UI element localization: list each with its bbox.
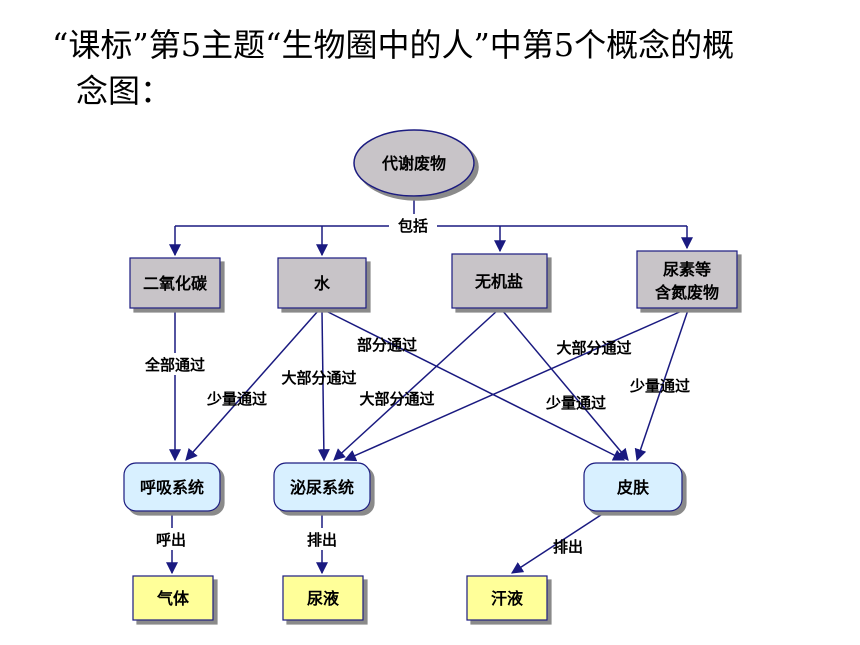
node-urea-label-2: 含氮废物: [655, 283, 719, 302]
arrow-water-resp: [185, 310, 319, 461]
node-resp: 呼吸系统: [123, 462, 221, 512]
page-title: “课标”第5主题“生物圈中的人”中第5个概念的概 念图：: [52, 22, 832, 114]
label-exhale: 呼出: [156, 531, 186, 549]
label-urea-most: 大部分通过: [556, 339, 631, 357]
arrow-urea-skin: [634, 309, 689, 462]
label-salt-little: 少量通过: [545, 394, 606, 412]
title-line-2: 念图：: [76, 72, 173, 110]
title-line-1: “课标”第5主题“生物圈中的人”中第5个概念的概: [52, 26, 735, 64]
node-salt-label: 无机盐: [474, 272, 523, 291]
node-resp-label: 呼吸系统: [140, 478, 204, 497]
node-root: 代谢废物: [353, 129, 475, 197]
node-gas-label: 气体: [156, 589, 190, 608]
label-water-part: 部分通过: [357, 336, 417, 354]
node-gas: 气体: [132, 575, 214, 621]
arrow-salt-urinary: [333, 309, 499, 461]
node-sweat-label: 汗液: [491, 589, 524, 608]
node-urinary: 泌尿系统: [273, 462, 371, 512]
node-sweat: 汗液: [466, 575, 548, 621]
arrow-salt-skin: [501, 309, 629, 461]
node-water: 水: [277, 257, 367, 309]
node-water-label: 水: [314, 274, 331, 293]
arrow-water-skin: [325, 310, 626, 461]
arrow-skin-sweat: [510, 512, 605, 574]
label-co2-all: 全部通过: [144, 356, 205, 374]
node-co2: 二氧化碳: [129, 257, 221, 309]
node-urine-label: 尿液: [307, 589, 340, 608]
node-urea: 尿素等 含氮废物: [636, 250, 738, 309]
node-urine: 尿液: [282, 575, 364, 621]
label-salt-most: 大部分通过: [359, 390, 434, 408]
label-water-little: 少量通过: [206, 390, 267, 408]
label-water-most: 大部分通过: [281, 369, 356, 387]
arrow-water-urinary: [317, 310, 330, 462]
node-skin: 皮肤: [583, 462, 683, 512]
node-root-label: 代谢废物: [381, 154, 446, 173]
label-excrete-urine: 排出: [307, 531, 337, 549]
node-skin-label: 皮肤: [616, 478, 650, 497]
label-urea-little: 少量通过: [629, 377, 690, 395]
label-excrete-sweat: 排出: [553, 538, 583, 556]
node-salt: 无机盐: [451, 253, 548, 309]
node-co2-label: 二氧化碳: [143, 274, 208, 293]
label-include: 包括: [398, 217, 428, 235]
node-urea-label-1: 尿素等: [663, 260, 711, 279]
arrow-urea-urinary: [343, 309, 685, 462]
node-urinary-label: 泌尿系统: [290, 478, 354, 497]
